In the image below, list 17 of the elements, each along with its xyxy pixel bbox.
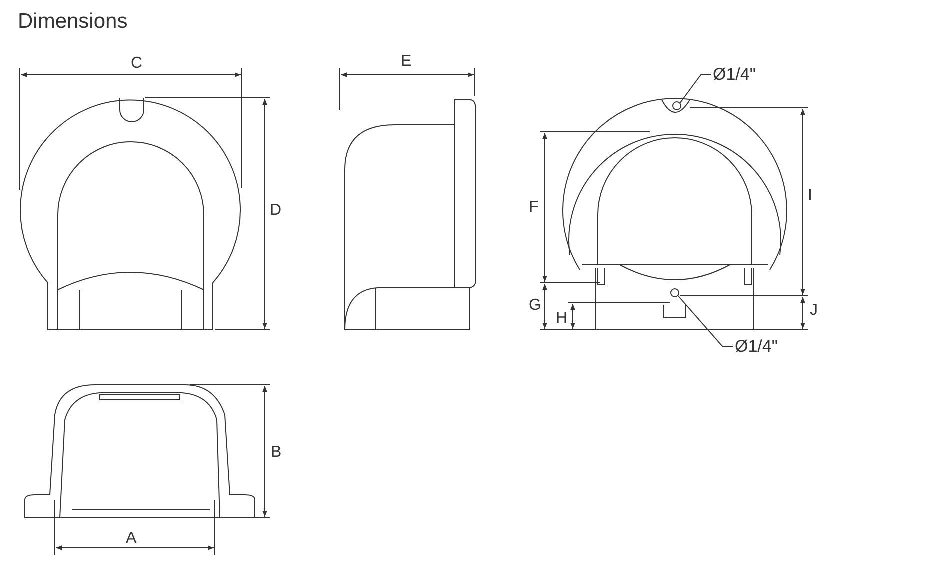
dimension-label: A	[126, 530, 137, 548]
dimension-label: D	[270, 202, 282, 220]
dimension-label: C	[131, 55, 143, 73]
dimension-label: B	[271, 444, 282, 462]
leader-line	[680, 74, 712, 104]
dimension-label: Ø1/4"	[713, 66, 756, 84]
dimension-label: E	[401, 53, 412, 71]
dimension-label: H	[556, 310, 568, 328]
title: Dimensions	[18, 10, 128, 34]
dimension-label: Ø1/4"	[735, 338, 778, 356]
dimension-label: G	[529, 297, 542, 315]
mounting-hole	[670, 288, 680, 298]
leader-line	[677, 295, 734, 348]
dimension-label: J	[810, 302, 818, 320]
dimension-label: F	[529, 199, 539, 217]
mounting-hole	[672, 102, 682, 110]
dimension-label: I	[808, 187, 812, 205]
